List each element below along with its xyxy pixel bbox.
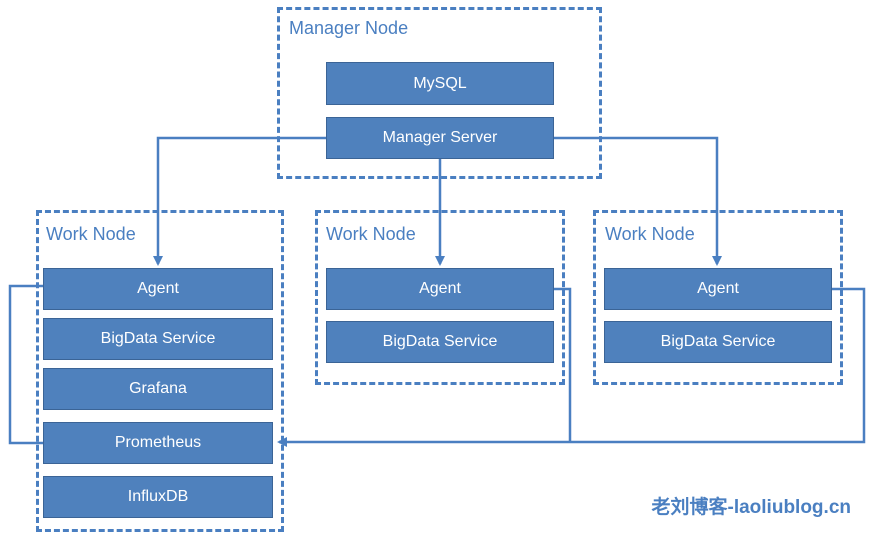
- work-node-1-label: Work Node: [46, 224, 136, 244]
- work-node-1-frame: [36, 210, 284, 532]
- work-node-1-grafana-box: Grafana: [43, 368, 273, 410]
- work-node-1-bigdata-service-box: BigData Service: [43, 318, 273, 360]
- arrow-manager-to-agent-3: [554, 136, 722, 266]
- arrow-manager-to-agent-1: [153, 136, 326, 266]
- work-node-3-bigdata-service-box: BigData Service: [604, 321, 832, 363]
- work-node-2-agent-box: Agent: [326, 268, 554, 310]
- work-node-1-influxdb-box: InfluxDB: [43, 476, 273, 518]
- mysql-box: MySQL: [326, 62, 554, 105]
- line-agent-2-to-prometheus: [554, 287, 572, 442]
- work-node-2-bigdata-service-box: BigData Service: [326, 321, 554, 363]
- manager-node-label: Manager Node: [289, 18, 409, 38]
- work-node-3-agent-box: Agent: [604, 268, 832, 310]
- line-agent-1-to-prometheus: [8, 284, 43, 445]
- work-node-1-agent-box: Agent: [43, 268, 273, 310]
- watermark-text: 老刘博客-laoliublog.cn: [651, 497, 852, 518]
- work-node-1-prometheus-box: Prometheus: [43, 422, 273, 464]
- work-node-2-label: Work Node: [326, 224, 416, 244]
- work-node-3-label: Work Node: [605, 224, 695, 244]
- manager-server-box: Manager Server: [326, 117, 554, 159]
- arrow-agent-3-to-prometheus: [277, 287, 866, 447]
